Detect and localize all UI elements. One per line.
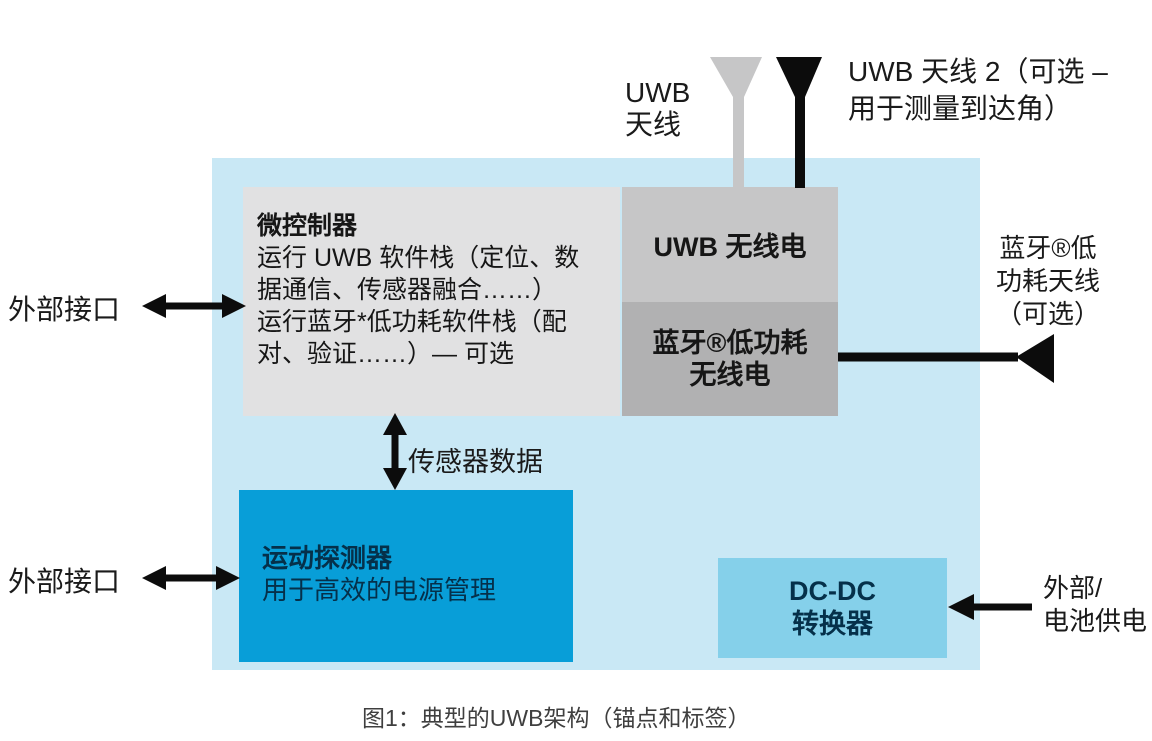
motion-detector-subtitle: 用于高效的电源管理 [262, 575, 497, 605]
ble-radio-block: 蓝牙®低功耗 无线电 [622, 302, 838, 416]
motion-detector-block: 运动探测器 用于高效的电源管理 [239, 490, 573, 662]
dcdc-converter-block: DC-DC 转换器 [718, 558, 947, 658]
power-supply-label: 外部/ 电池供电 [1043, 573, 1148, 636]
external-interface-bottom-label: 外部接口 [8, 566, 121, 597]
uwb-radio-label: UWB 无线电 [653, 232, 807, 262]
uwb-antenna-2-label: UWB 天线 2（可选 – 用于测量到达角） [848, 56, 1108, 124]
microcontroller-line-2: 据通信、传感器融合……） [257, 276, 558, 304]
figure-caption: 图1：典型的UWB架构（锚点和标签） [362, 705, 751, 731]
external-interface-top-label: 外部接口 [8, 294, 121, 325]
uwb-antenna-label: UWB 天线 [625, 77, 691, 140]
microcontroller-line-4: 对、验证……）— 可选 [257, 340, 514, 368]
ble-radio-label-line-2: 无线电 [689, 360, 771, 390]
microcontroller-title: 微控制器 [257, 212, 358, 240]
microcontroller-line-3: 运行蓝牙*低功耗软件栈（配 [257, 308, 567, 336]
sensor-data-label: 传感器数据 [408, 447, 543, 477]
dcdc-label-line-1: DC-DC [789, 576, 876, 606]
ble-radio-label-line-1: 蓝牙®低功耗 [652, 328, 808, 358]
dcdc-label-line-2: 转换器 [792, 609, 873, 639]
ble-antenna-label: 蓝牙®低 功耗天线 （可选） [995, 233, 1100, 329]
uwb-radio-block: UWB 无线电 [622, 187, 838, 302]
microcontroller-block: 微控制器 运行 UWB 软件栈（定位、数 据通信、传感器融合……） 运行蓝牙*低… [243, 187, 620, 416]
motion-detector-title: 运动探测器 [262, 543, 393, 573]
microcontroller-line-1: 运行 UWB 软件栈（定位、数 [257, 244, 580, 272]
